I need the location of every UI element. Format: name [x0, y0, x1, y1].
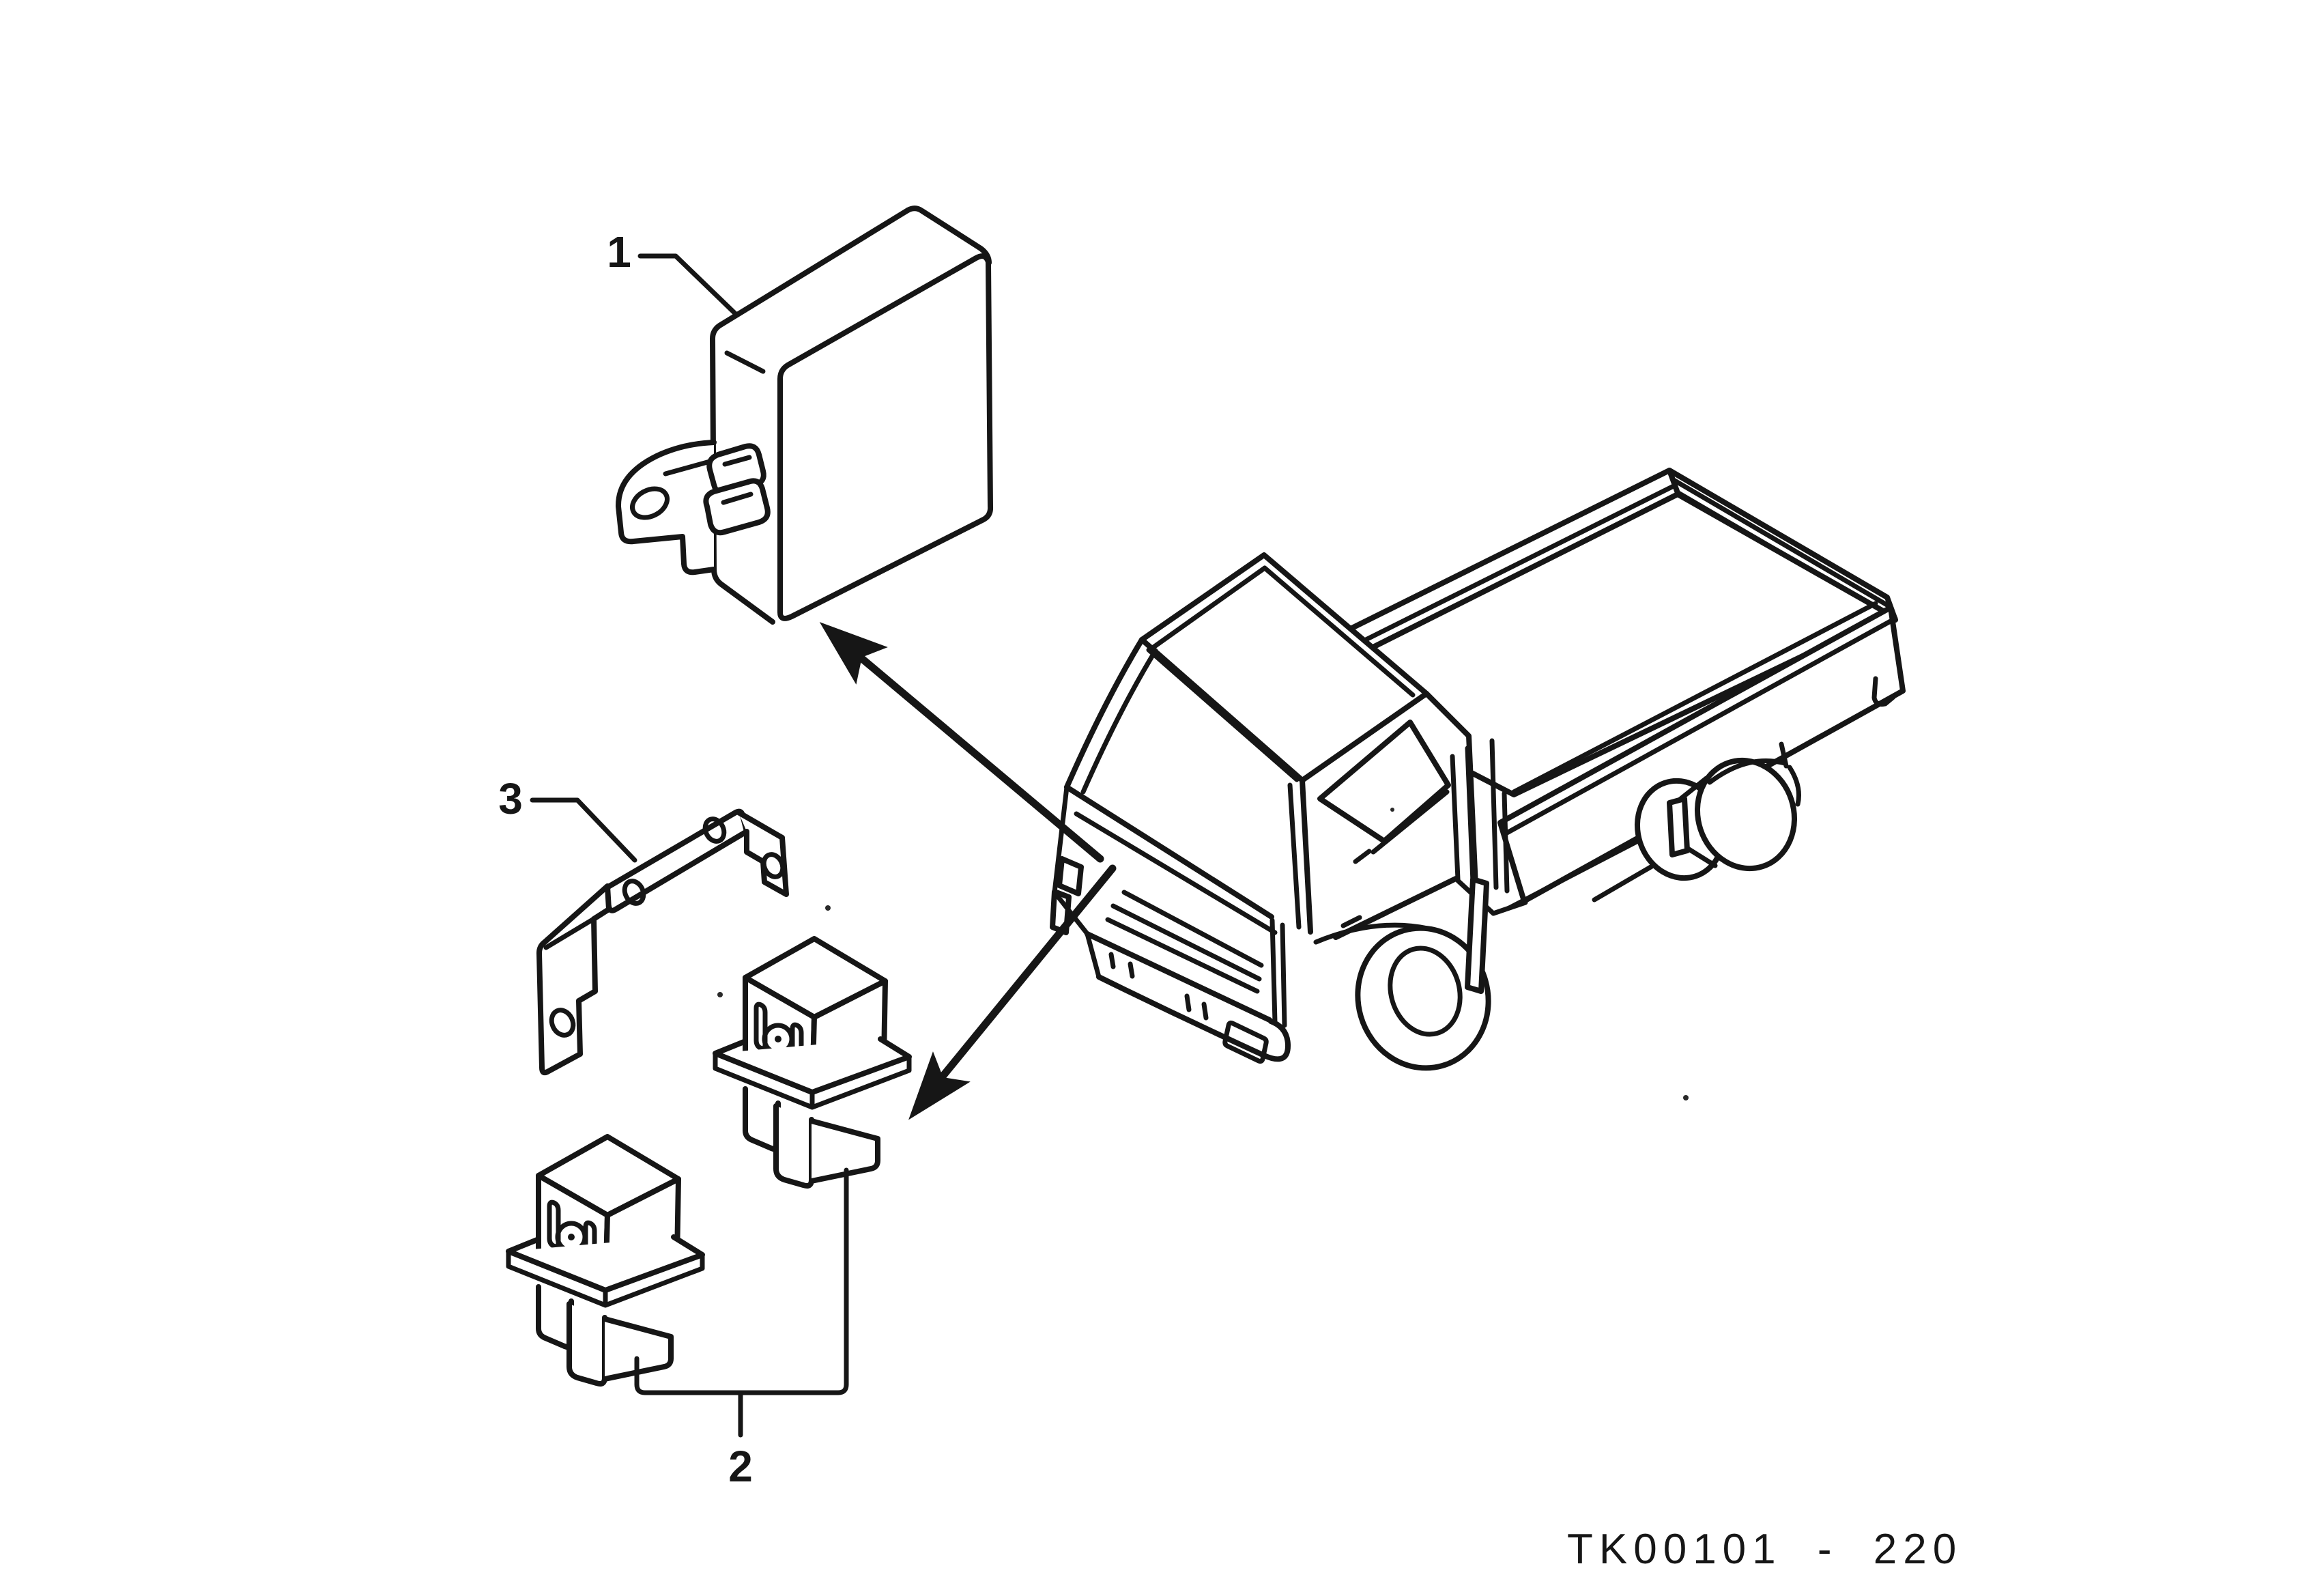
a-pillar-right: [1300, 778, 1313, 935]
cab-rear-edge: [1424, 691, 1478, 889]
a-pillar-right-inner: [1287, 782, 1302, 930]
arrow-1-shaft: [857, 654, 1104, 863]
bracket-flange-hole: [761, 852, 786, 879]
part-label-1: 1: [607, 227, 631, 276]
front-mudflap: [1465, 877, 1489, 994]
cab-bed-gap-post: [1489, 738, 1499, 890]
rear-wheels: [1634, 741, 1801, 881]
rear-mudflap: [1667, 796, 1690, 857]
front-corner-line-a: [1269, 918, 1278, 1025]
roof-drip-rail: [1146, 647, 1300, 782]
grille-line-3: [1105, 917, 1260, 994]
unit-bracket-hole: [630, 486, 670, 520]
bracket-foot-fold-b: [576, 989, 598, 1004]
part-1-control-unit: [615, 205, 994, 625]
front-corner-line-b: [1280, 922, 1287, 1028]
arrow-2-head: [908, 1051, 971, 1120]
leader-part-1: [637, 253, 738, 317]
bumper-top: [1085, 931, 1272, 1023]
rear-wheel: [1694, 757, 1798, 872]
speck-4: [1390, 808, 1394, 812]
grille-tick-2: [1128, 961, 1135, 979]
unit-clip-mark-a: [722, 455, 752, 467]
a-pillar-left: [1064, 637, 1145, 790]
side-window: [1317, 720, 1451, 844]
windshield-bottom: [1064, 784, 1274, 920]
sill-dash: [1353, 849, 1372, 864]
figure-code: TK00101 - 220: [1567, 1526, 1962, 1573]
unit-bracket-fold: [663, 459, 713, 477]
a-pillar-left-inner: [1080, 648, 1158, 795]
unit-clip-lower: [703, 478, 771, 536]
bracket-foot-fold-a: [543, 916, 597, 950]
unit-front-face: [777, 253, 994, 621]
bed-near-panel: [1497, 605, 1906, 904]
rear-fender-hanger: [1779, 741, 1789, 769]
bumper-left-end: [1085, 931, 1102, 980]
bed-near-rail-double: [1503, 616, 1898, 836]
labels-and-leaders: 1 3 2: [498, 227, 849, 1491]
arrow-to-control-unit: [819, 622, 1104, 863]
leader-part-3: [530, 797, 637, 863]
license-plate: [1222, 1020, 1269, 1064]
cowl-line: [1074, 811, 1278, 935]
unit-top-dash: [724, 350, 766, 374]
front-arch-dash: [1340, 915, 1362, 928]
grille-tick-1: [1108, 952, 1116, 969]
roof-inner-line: [1151, 565, 1416, 698]
bed-floor-edge: [1511, 601, 1878, 795]
tread-line-bottom: [1685, 846, 1718, 868]
front-wheel-hub: [1388, 946, 1463, 1037]
bed-front-post: [1502, 791, 1510, 894]
relay-left: [508, 1137, 702, 1384]
speck-3: [1683, 1095, 1689, 1100]
speck-1: [825, 905, 831, 911]
arrow-2-shaft: [938, 864, 1117, 1081]
unit-clip-mark-b: [721, 492, 754, 505]
part-label-3: 3: [498, 774, 523, 823]
part-label-2: 2: [728, 1442, 753, 1491]
arrow-1-head: [819, 622, 888, 685]
grille-tick-4: [1201, 1001, 1209, 1021]
bed-corner-foot: [1871, 676, 1896, 707]
grille-tick-3: [1184, 993, 1192, 1012]
bed-tailgate-inner-line: [1671, 477, 1892, 609]
bracket-left-foot: [536, 883, 612, 1076]
speck-2: [717, 992, 723, 997]
front-wheel: [1355, 925, 1491, 1071]
truck-illustration: [1050, 468, 1906, 1071]
bracket-hole-right: [702, 816, 727, 844]
corner-lamp-upper: [1057, 856, 1084, 896]
front-arch: [1313, 922, 1431, 945]
rear-fender-right: [1787, 765, 1801, 807]
window-sill: [1371, 789, 1450, 855]
corner-lamp-lower: [1050, 889, 1072, 935]
front-wheel-group: [1313, 877, 1491, 1071]
relay-right: [715, 939, 909, 1186]
bracket-foot-hole: [549, 1008, 576, 1038]
door-rear-edge: [1450, 754, 1461, 882]
arrow-to-relays: [908, 864, 1117, 1120]
bracket-hole-left: [622, 879, 646, 906]
rear-fender-arch: [1707, 758, 1788, 785]
grille-line-2: [1110, 903, 1262, 982]
grille-line-1: [1121, 890, 1264, 968]
bracket-right-flange: [736, 810, 789, 897]
part-3-mounting-bracket: [536, 808, 789, 1076]
